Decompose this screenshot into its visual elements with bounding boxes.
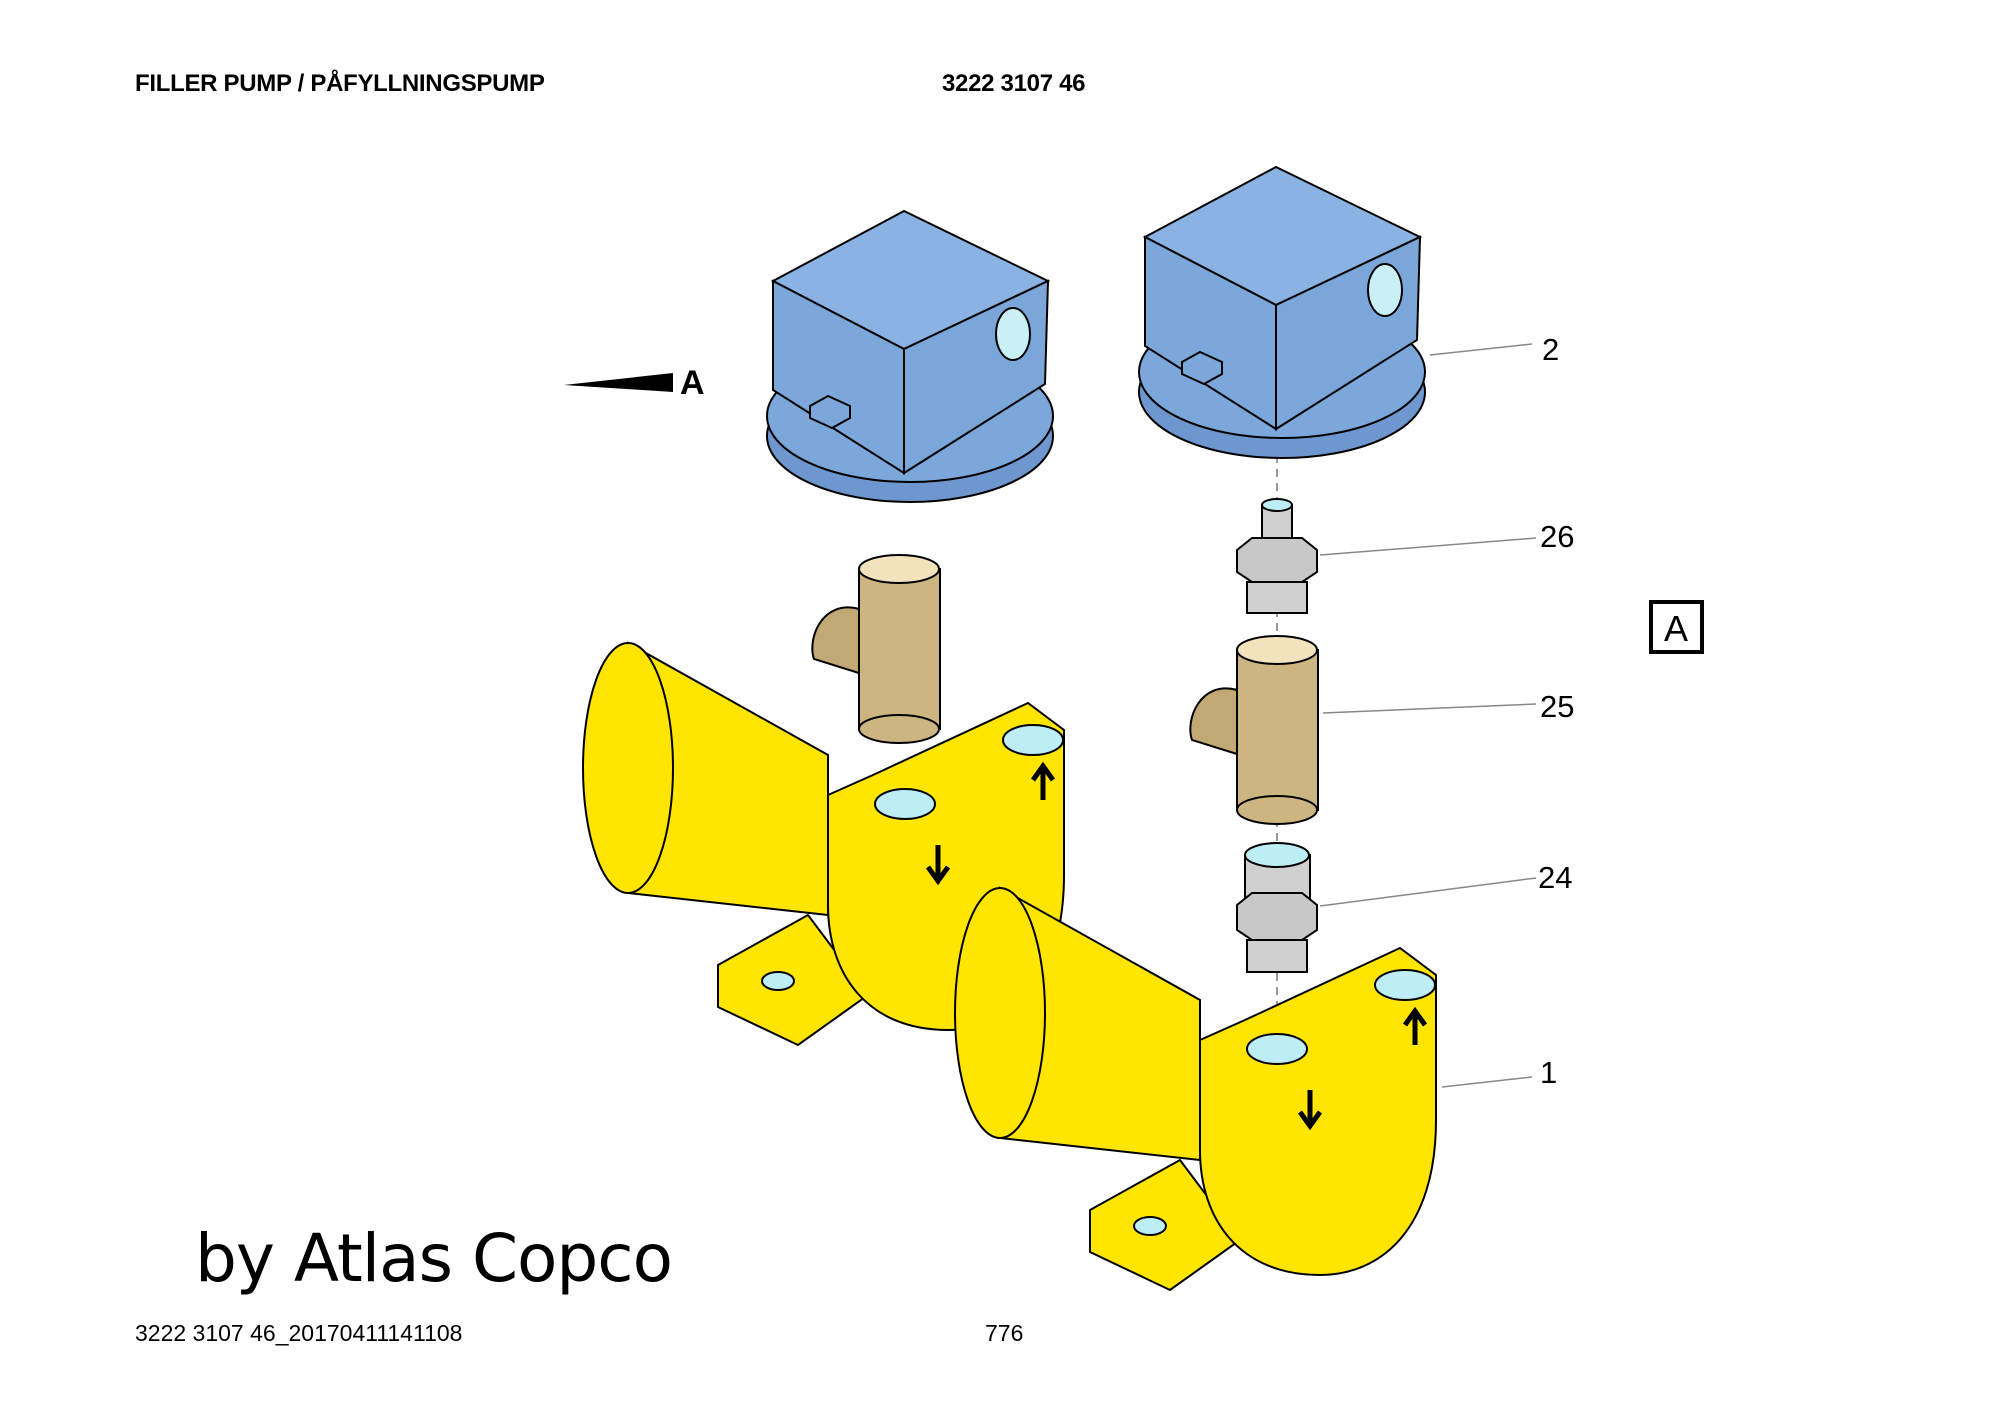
pump-part-1 (955, 888, 1436, 1290)
document-id: 3222 3107 46_20170411141108 (135, 1320, 463, 1346)
part-number: 3222 3107 46 (942, 70, 1086, 97)
callout-24: 24 (1538, 860, 1572, 895)
tee-small (811, 554, 941, 744)
callout-26: 26 (1540, 519, 1574, 554)
leader-lines (1319, 343, 1537, 1088)
view-label-a: A (1664, 608, 1688, 649)
switch-part-2 (1138, 166, 1426, 459)
switch-small (766, 210, 1054, 503)
tee-part-25 (1189, 635, 1319, 825)
page-number: 776 (985, 1320, 1024, 1346)
callout-2: 2 (1542, 332, 1559, 367)
view-label-box (1649, 600, 1704, 654)
detail-pointer (564, 373, 673, 392)
nipple-part-26 (1236, 498, 1318, 614)
nipple-part-24 (1236, 842, 1318, 973)
detail-marker-a: A (680, 364, 705, 402)
callout-1: 1 (1540, 1055, 1557, 1090)
page-title: FILLER PUMP / PÅFYLLNINGSPUMP (135, 70, 545, 97)
watermark: by Atlas Copco (195, 1220, 673, 1297)
callout-25: 25 (1540, 689, 1574, 724)
exploded-view (955, 166, 1436, 1290)
